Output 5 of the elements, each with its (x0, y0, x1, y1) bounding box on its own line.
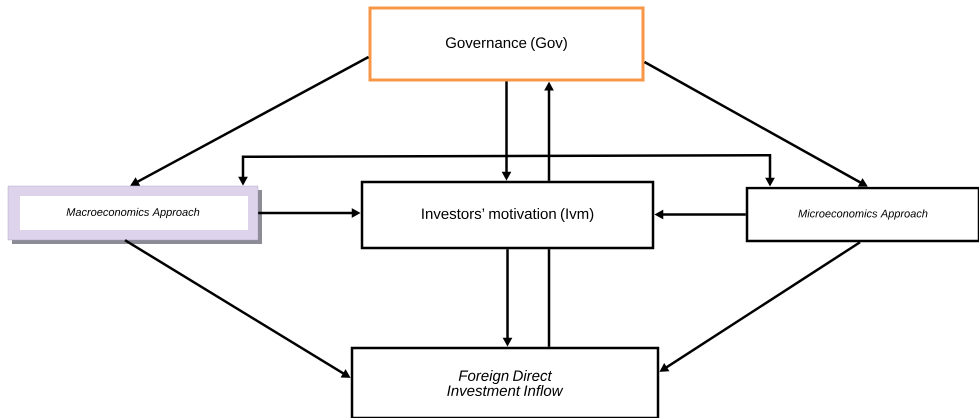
approach-box: Macroeconomics Approach (8, 186, 262, 244)
process-box: Foreign Direct Investment Inflow (350, 346, 660, 418)
process-box: Investors’ motivation (Ivm) (360, 180, 654, 250)
process-box: Microeconomics Approach (746, 186, 979, 242)
governance-box: Governance (Gov) (368, 6, 644, 82)
